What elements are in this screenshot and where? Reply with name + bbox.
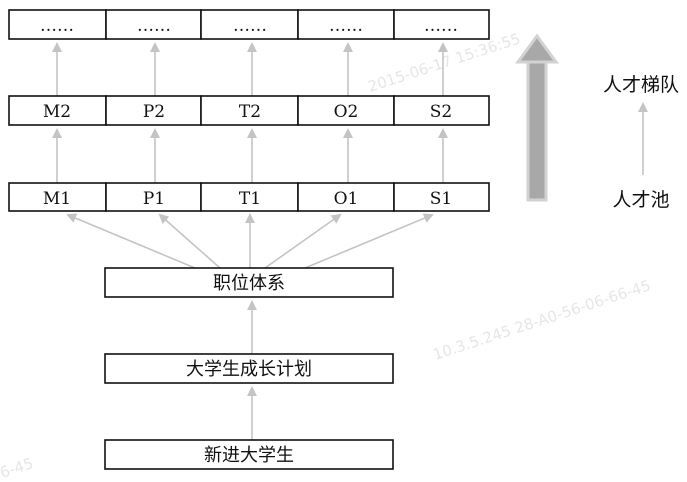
watermark-fragment: 6-45 — [0, 454, 36, 482]
cell-label: O1 — [334, 189, 359, 209]
side-legend: 人才梯队 人才池 — [603, 74, 679, 211]
cell-label: S2 — [430, 102, 452, 122]
cell-label: P2 — [143, 102, 165, 122]
row-bottom: M1 P1 T1 O1 S1 — [8, 182, 490, 212]
cell-label: M1 — [43, 189, 71, 209]
progression-arrow — [515, 33, 559, 202]
arrow-fan — [304, 213, 434, 269]
cell-box — [297, 182, 395, 212]
cell-box — [393, 9, 490, 40]
job-system-label: 职位体系 — [213, 273, 285, 294]
cell-box — [200, 182, 299, 212]
cell-box — [297, 9, 395, 40]
arrow-fan — [66, 213, 196, 269]
cell-box — [393, 95, 490, 126]
arrows-fan-to-row3 — [66, 213, 434, 269]
arrow-fan — [158, 213, 221, 269]
cell-box — [200, 95, 299, 126]
cell-label: P1 — [143, 189, 165, 209]
progression-arrow-head — [515, 33, 559, 64]
talent-pool-label: 人才池 — [612, 189, 669, 211]
talent-echelon-label: 人才梯队 — [603, 74, 679, 96]
growth-plan-box — [104, 353, 394, 384]
cell-label: …… — [329, 16, 363, 36]
cell-box — [105, 95, 202, 126]
cell-label: …… — [424, 16, 458, 36]
cell-box — [105, 9, 202, 40]
cell-box — [8, 95, 107, 126]
cell-label: …… — [233, 16, 267, 36]
cell-box — [200, 9, 299, 40]
cell-label: T2 — [239, 102, 261, 122]
row-middle: M2 P2 T2 O2 S2 — [8, 95, 490, 126]
cell-label: …… — [137, 16, 171, 36]
arrows-row3-to-row2 — [52, 128, 448, 183]
cell-box — [393, 182, 490, 212]
foundation-stack: 职位体系 大学生成长计划 新进大学生 — [104, 267, 394, 470]
progression-arrow-shaft — [526, 58, 548, 202]
cell-box — [8, 9, 107, 40]
new-graduates-box — [104, 439, 394, 470]
cell-label: M2 — [43, 102, 71, 122]
growth-plan-label: 大学生成长计划 — [186, 359, 312, 380]
arrow-fan — [264, 213, 342, 269]
cell-label: O2 — [334, 102, 359, 122]
row-top: …… …… …… …… …… — [8, 9, 490, 40]
new-graduates-label: 新进大学生 — [204, 445, 294, 466]
job-system-box — [104, 267, 394, 298]
watermark-address: 10.3.5.245 28-A0-56-06-66-45 — [431, 276, 653, 364]
arrows-row2-to-row1 — [52, 42, 448, 96]
cell-label: S1 — [430, 189, 452, 209]
cell-label: …… — [40, 16, 74, 36]
cell-label: T1 — [239, 189, 261, 209]
